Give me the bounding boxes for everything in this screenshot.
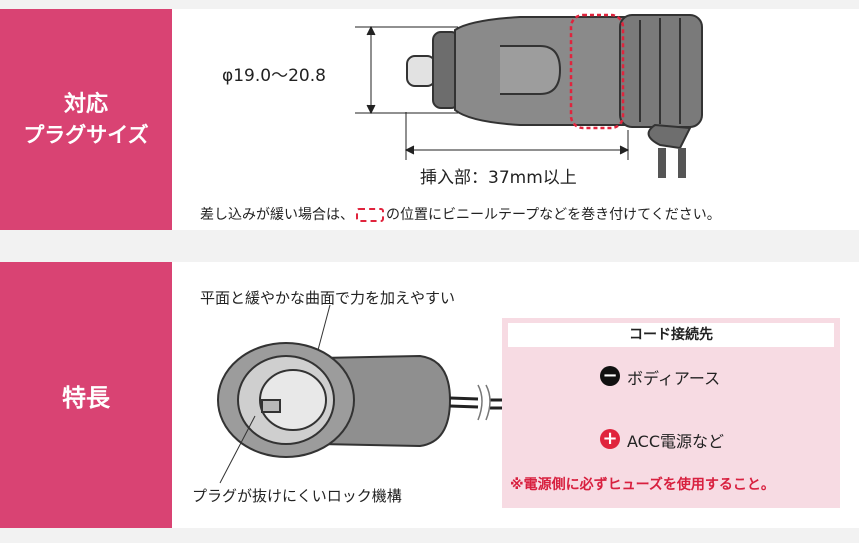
tape-note-prefix: 差し込みが緩い場合は、 bbox=[200, 207, 354, 223]
section-label-line1: 特長 bbox=[62, 383, 110, 412]
section-label-line1: 対応 bbox=[63, 91, 108, 117]
tape-note: 差し込みが緩い場合は、 の位置にビニールテープなどを巻き付けてください。 bbox=[200, 204, 721, 224]
minus-icon: − bbox=[600, 366, 620, 386]
section-label-compatibility: 対応 プラグサイズ bbox=[0, 9, 172, 230]
lock-leader bbox=[219, 415, 256, 484]
fuse-warning: ※電源側に必ずヒューズを使用すること。 bbox=[510, 477, 775, 493]
socket-illustration bbox=[217, 342, 452, 458]
tape-position-marker bbox=[569, 13, 625, 130]
cord-destination-panel bbox=[502, 318, 840, 508]
surface-leader bbox=[317, 304, 331, 351]
insert-dimension bbox=[404, 112, 630, 160]
negative-terminal-label: ボディアース bbox=[627, 369, 721, 388]
section-label-features: 特長 bbox=[0, 262, 172, 528]
insert-length-label: 挿入部：37mm以上 bbox=[420, 168, 577, 188]
tape-marker-icon bbox=[356, 208, 384, 222]
cord-destination-title: コード接続先 bbox=[508, 323, 834, 347]
section-label-line2: プラグサイズ bbox=[23, 122, 149, 147]
cable-break-mark bbox=[477, 384, 491, 421]
diameter-label: φ19.0〜20.8 bbox=[222, 66, 326, 86]
plus-icon: + bbox=[600, 429, 620, 449]
feature-surface-label: 平面と緩やかな曲面で力を加えやすい bbox=[200, 289, 456, 307]
positive-terminal-label: ACC電源など bbox=[627, 432, 725, 451]
tape-note-suffix: の位置にビニールテープなどを巻き付けてください。 bbox=[386, 207, 721, 223]
plug-illustration bbox=[406, 14, 703, 178]
feature-lock-label: プラグが抜けにくいロック機構 bbox=[192, 487, 402, 505]
diameter-dimension bbox=[355, 25, 458, 115]
